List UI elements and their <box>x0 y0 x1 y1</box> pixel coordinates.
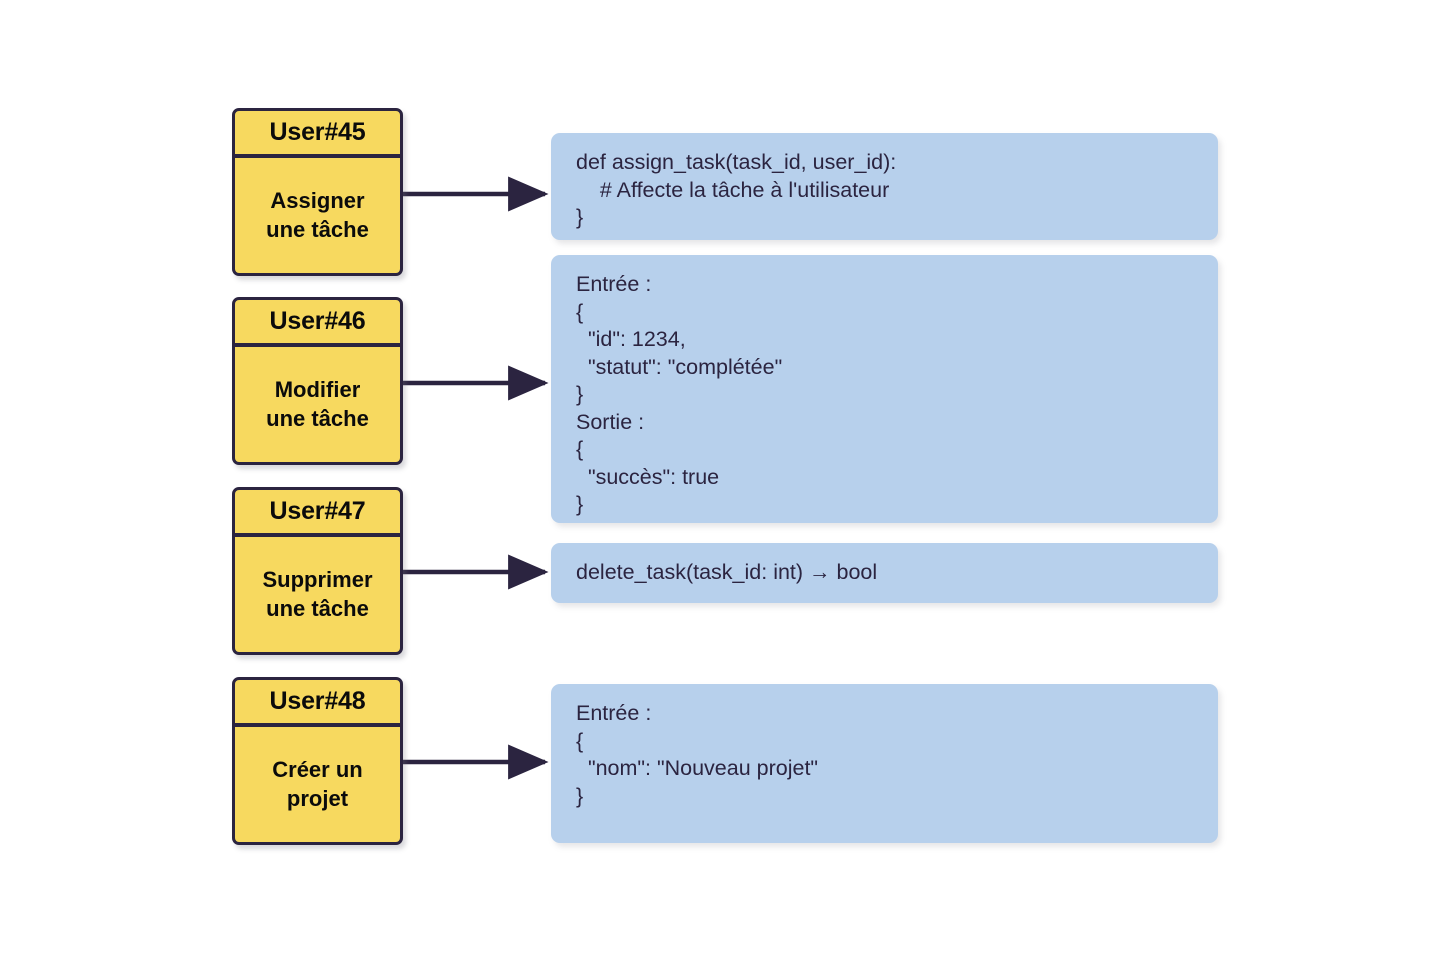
node-user-46-body-line-2: une tâche <box>266 405 369 431</box>
node-user-48-body-line-2: projet <box>286 785 349 811</box>
panel-modify-task: Entrée : { "id": 1234, "statut": "complé… <box>551 255 1218 523</box>
node-user-46[interactable]: User#46 Modifier une tâche <box>232 297 403 465</box>
panel-assign-task: def assign_task(task_id, user_id): # Aff… <box>551 133 1218 240</box>
node-user-46-body: Modifier une tâche <box>235 347 400 462</box>
node-user-47-body-line-1: Supprimer <box>262 567 373 593</box>
node-user-47-body: Supprimer une tâche <box>235 537 400 652</box>
node-user-48[interactable]: User#48 Créer un projet <box>232 677 403 845</box>
node-user-45-body: Assigner une tâche <box>235 158 400 273</box>
node-user-45-body-line-1: Assigner <box>270 188 365 214</box>
node-user-47-body-line-2: une tâche <box>266 595 369 621</box>
node-user-47-header: User#47 <box>235 490 400 537</box>
panel-create-project: Entrée : { "nom": "Nouveau projet" } <box>551 684 1218 843</box>
node-user-45[interactable]: User#45 Assigner une tâche <box>232 108 403 276</box>
panel-delete-task: delete_task(task_id: int) → bool <box>551 543 1218 603</box>
node-user-48-header: User#48 <box>235 680 400 727</box>
node-user-46-header: User#46 <box>235 300 400 347</box>
node-user-46-body-line-1: Modifier <box>274 377 361 403</box>
node-user-47[interactable]: User#47 Supprimer une tâche <box>232 487 403 655</box>
node-user-48-body: Créer un projet <box>235 727 400 842</box>
node-user-48-body-line-1: Créer un <box>272 757 363 783</box>
node-user-45-body-line-2: une tâche <box>266 216 369 242</box>
node-user-45-header: User#45 <box>235 111 400 158</box>
